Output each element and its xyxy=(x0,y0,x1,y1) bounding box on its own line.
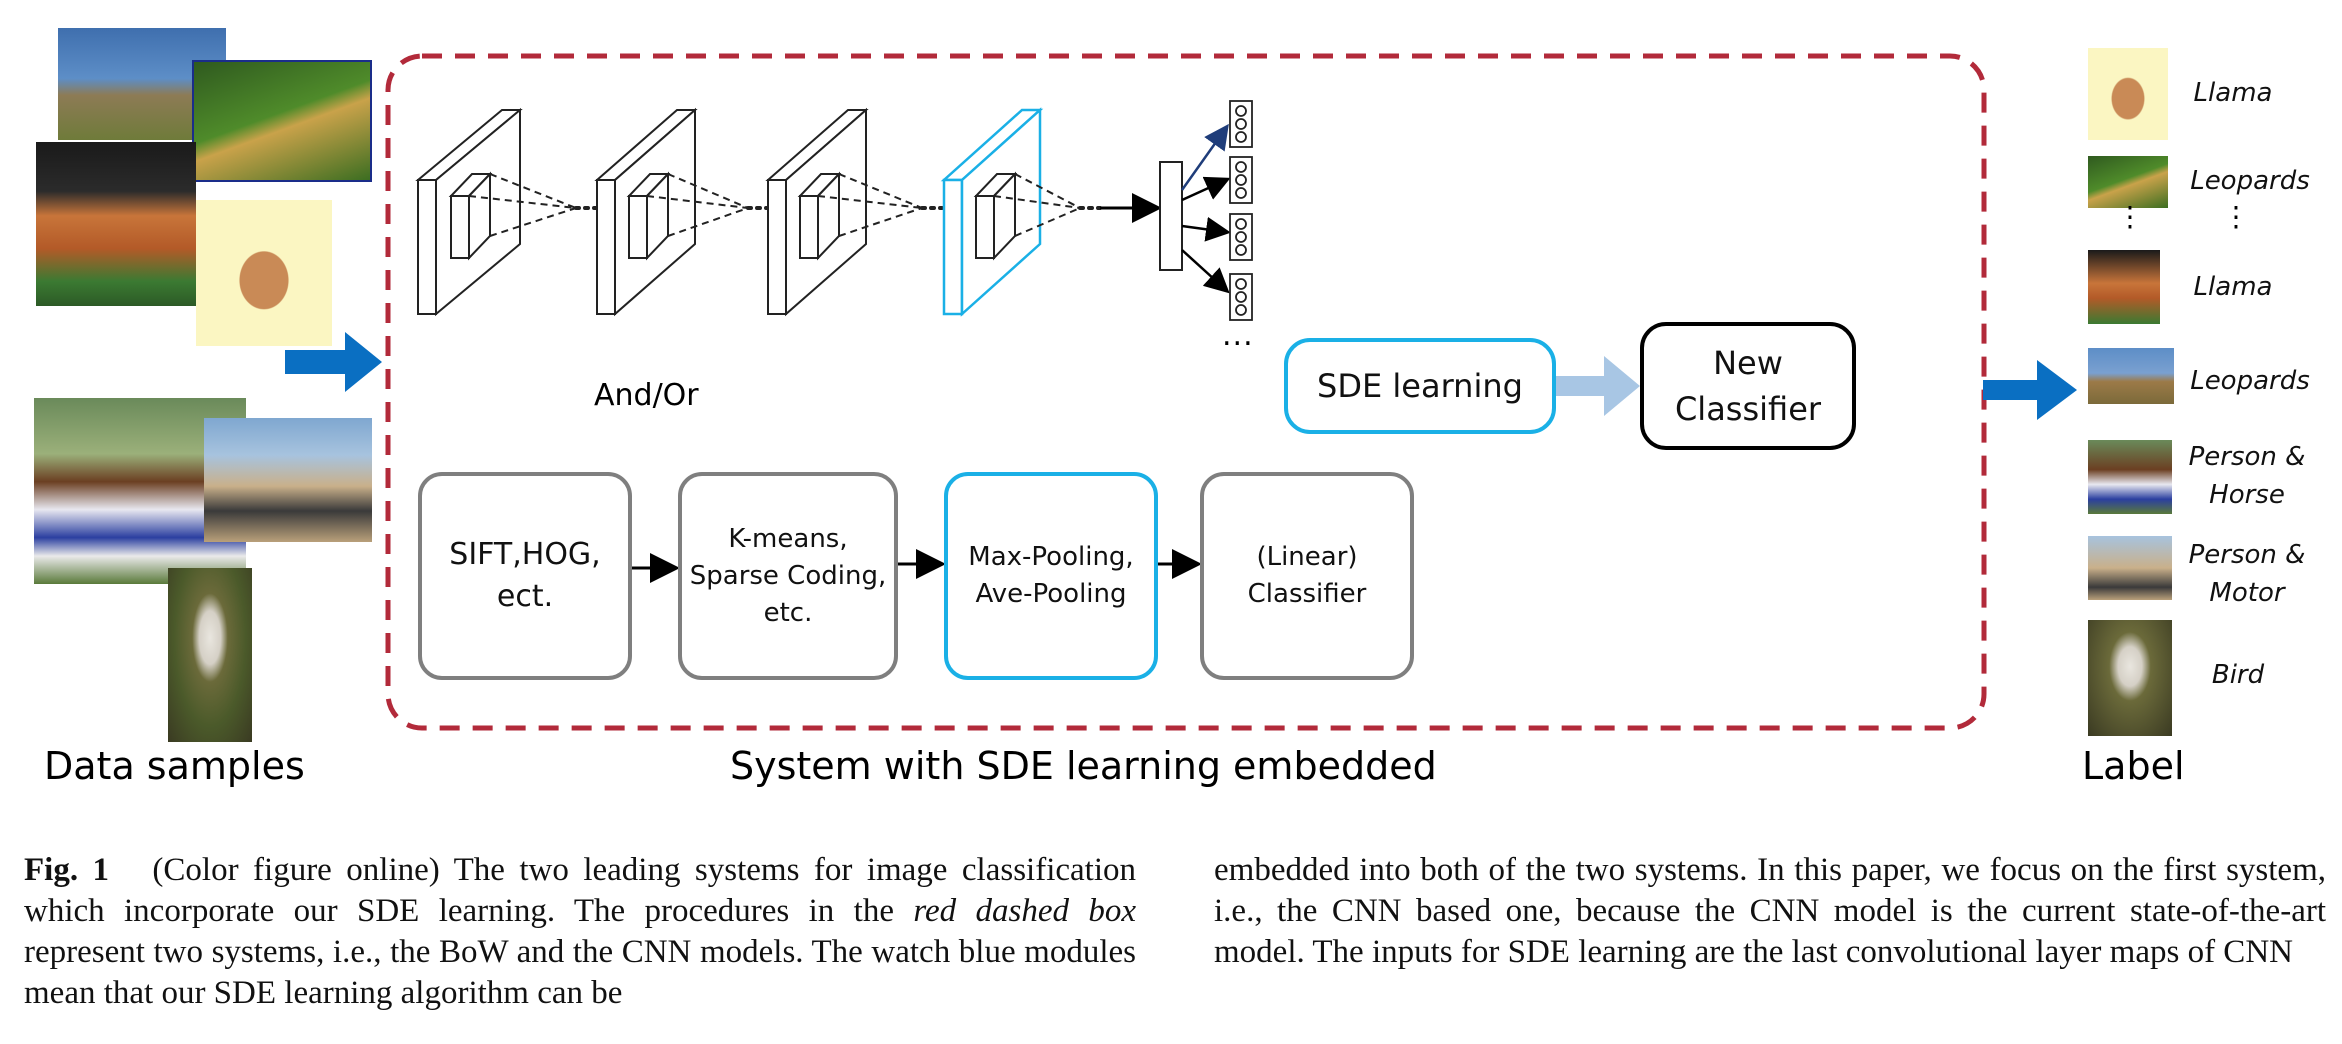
llama-thumbnail xyxy=(2088,48,2168,140)
output-branch-arrow-1 xyxy=(1180,123,1229,191)
sample-image-llama-2 xyxy=(196,200,332,346)
class-label: Person & Motor xyxy=(2188,540,2306,608)
sample-image-bird xyxy=(168,568,252,742)
figure-caption-left: Fig. 1 (Color figure online) The two lea… xyxy=(24,850,1136,1014)
output-neuron-group-4 xyxy=(1229,273,1253,321)
person-horse-thumbnail xyxy=(2088,440,2172,514)
label-heading: Label xyxy=(2082,744,2185,788)
new-classifier-module: New Classifier xyxy=(1640,322,1856,450)
class-label: Bird xyxy=(2211,660,2265,690)
new-classifier-label: New Classifier xyxy=(1674,344,1822,428)
output-ellipsis: ... xyxy=(1222,318,1254,353)
bow-module-coding: K-means, Sparse Coding, etc. xyxy=(678,472,898,680)
person-motor-thumbnail xyxy=(2088,536,2172,600)
bow-module-label: Max-Pooling, Ave-Pooling xyxy=(968,542,1134,609)
sde-learning-module: SDE learning xyxy=(1284,338,1556,434)
vertical-ellipsis: ⋮ xyxy=(2116,200,2144,233)
caption-emphasis: red dashed box xyxy=(913,893,1136,929)
cnn-layer-3 xyxy=(765,107,944,317)
output-branch-arrow-4 xyxy=(1181,249,1230,294)
bird-thumbnail xyxy=(2088,620,2172,736)
leopard-thumbnail xyxy=(2088,348,2174,404)
bow-module-feature-extraction: SIFT,HOG, ect. xyxy=(418,472,632,680)
caption-text: embedded into both of the two systems. I… xyxy=(1214,852,2326,970)
bow-module-label: SIFT,HOG, ect. xyxy=(449,537,601,614)
cnn-layer-1 xyxy=(415,107,598,317)
class-label: Llama xyxy=(2193,78,2273,108)
caption-text: (Color figure online) The two leading sy… xyxy=(24,852,1137,929)
sde-learning-label: SDE learning xyxy=(1317,366,1523,405)
figure-diagram xyxy=(285,53,2077,731)
class-label: Person & Horse xyxy=(2188,442,2306,510)
llama-thumbnail xyxy=(2088,250,2160,324)
output-neuron-group-1 xyxy=(1229,100,1253,148)
sde-to-classifier-arrow xyxy=(1556,356,1640,416)
system-heading: System with SDE learning embedded xyxy=(730,744,1437,788)
and-or-label: And/Or xyxy=(594,378,699,413)
figure-number: Fig. 1 xyxy=(24,852,110,888)
class-label: Leopards xyxy=(2190,166,2310,196)
output-neuron-group-2 xyxy=(1229,156,1253,204)
bow-module-label: (Linear) Classifier xyxy=(1247,542,1367,609)
sample-image-person-motor xyxy=(204,418,372,542)
cnn-layer-4-kernel xyxy=(973,171,1102,261)
caption-text: represent two systems, i.e., the BoW and… xyxy=(24,934,1136,1011)
cnn-layer-2 xyxy=(594,107,770,317)
leopard-thumbnail xyxy=(2088,156,2168,208)
class-label: Llama xyxy=(2193,272,2273,302)
bow-module-label: K-means, Sparse Coding, etc. xyxy=(689,523,887,628)
input-arrow xyxy=(285,332,382,392)
figure-caption-right: embedded into both of the two systems. I… xyxy=(1214,850,2326,973)
data-samples-heading: Data samples xyxy=(44,744,305,788)
vertical-ellipsis: ⋮ xyxy=(2222,200,2250,233)
output-neuron-group-3 xyxy=(1229,213,1253,261)
output-branch-arrow-2 xyxy=(1181,176,1231,202)
fc-layer xyxy=(1159,161,1183,271)
bow-module-pooling-highlighted: Max-Pooling, Ave-Pooling xyxy=(944,472,1158,680)
bow-module-classifier: (Linear) Classifier xyxy=(1200,472,1414,680)
output-arrow xyxy=(1983,360,2077,420)
sample-image-llama-1 xyxy=(36,142,196,306)
class-label: Leopards xyxy=(2190,366,2310,396)
output-branch-arrow-3 xyxy=(1181,216,1231,242)
sample-image-leopard-2 xyxy=(192,60,372,182)
